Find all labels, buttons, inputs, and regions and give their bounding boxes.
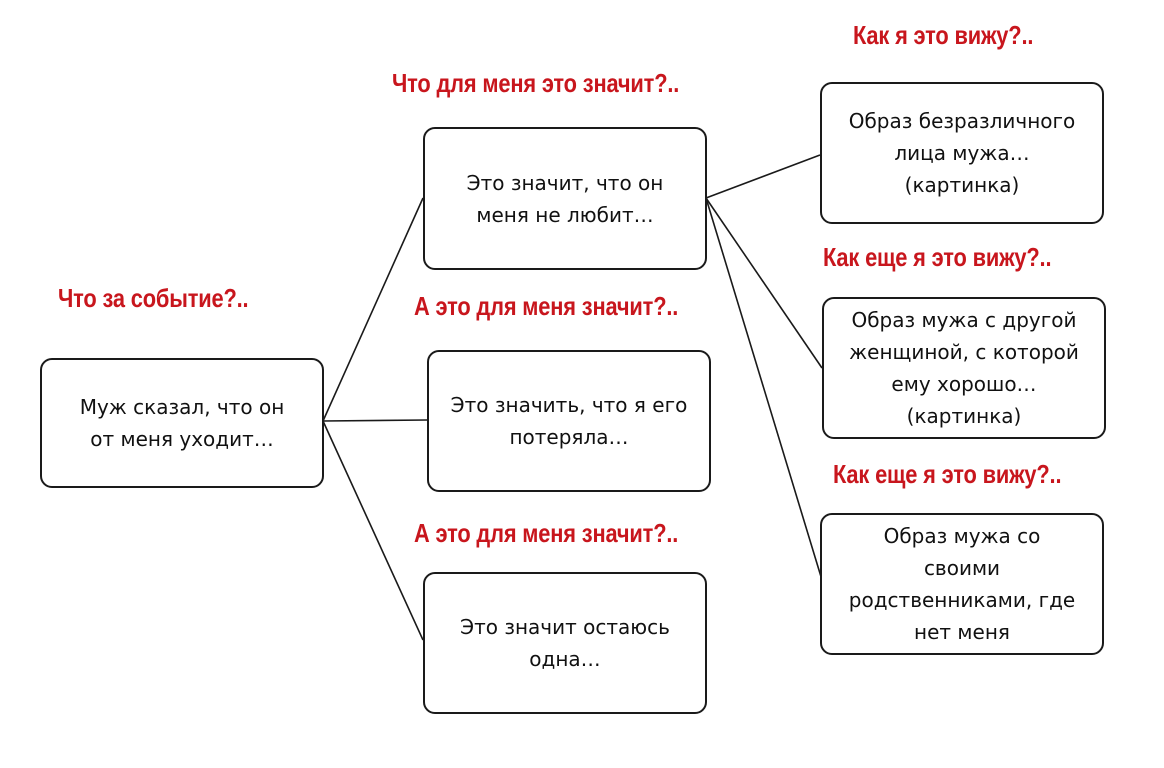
question-see: Как я это вижу?..	[853, 20, 1034, 50]
question-see-more-1: Как еще я это вижу?..	[823, 242, 1052, 272]
meaning-text-3: Это значит остаюсь одна…	[460, 615, 670, 671]
connector-meaning-1-to-image-2	[705, 197, 823, 369]
event-text: Муж сказал, что он от меня уходит…	[79, 395, 285, 451]
image-box-3: Образ мужа со своими родственниками, где…	[820, 513, 1104, 655]
question-meaning-more-2: А это для меня значит?..	[414, 518, 679, 548]
question-meaning-more-1: А это для меня значит?..	[414, 291, 679, 321]
meaning-box-2: Это значить, что я его потеряла…	[427, 350, 711, 492]
meaning-text-1: Это значит, что он меня не любит…	[466, 170, 664, 227]
meaning-box-1: Это значит, что он меня не любит…	[423, 127, 707, 270]
question-meaning: Что для меня это значит?..	[392, 68, 680, 98]
connector-event-to-meaning-2	[322, 419, 428, 422]
meaning-box-3: Это значит остаюсь одна…	[423, 572, 707, 714]
image-text-2: Образ мужа с другой женщиной, с которой …	[849, 308, 1079, 428]
connector-event-to-meaning-1	[322, 197, 424, 422]
question-event: Что за событие?..	[58, 283, 249, 313]
connector-meaning-1-to-image-3	[705, 197, 823, 581]
image-text-3: Образ мужа со своими родственниками, где…	[848, 524, 1076, 644]
image-box-2: Образ мужа с другой женщиной, с которой …	[822, 297, 1106, 439]
question-see-more-2: Как еще я это вижу?..	[833, 459, 1062, 489]
image-box-1: Образ безразличного лица мужа… (картинка…	[820, 82, 1104, 224]
connector-meaning-1-to-image-1	[705, 154, 821, 199]
meaning-text-2: Это значить, что я его потеряла…	[450, 393, 688, 449]
image-text-1: Образ безразличного лица мужа… (картинка…	[848, 109, 1076, 197]
event-box: Муж сказал, что он от меня уходит…	[40, 358, 324, 488]
connector-event-to-meaning-3	[322, 420, 424, 641]
